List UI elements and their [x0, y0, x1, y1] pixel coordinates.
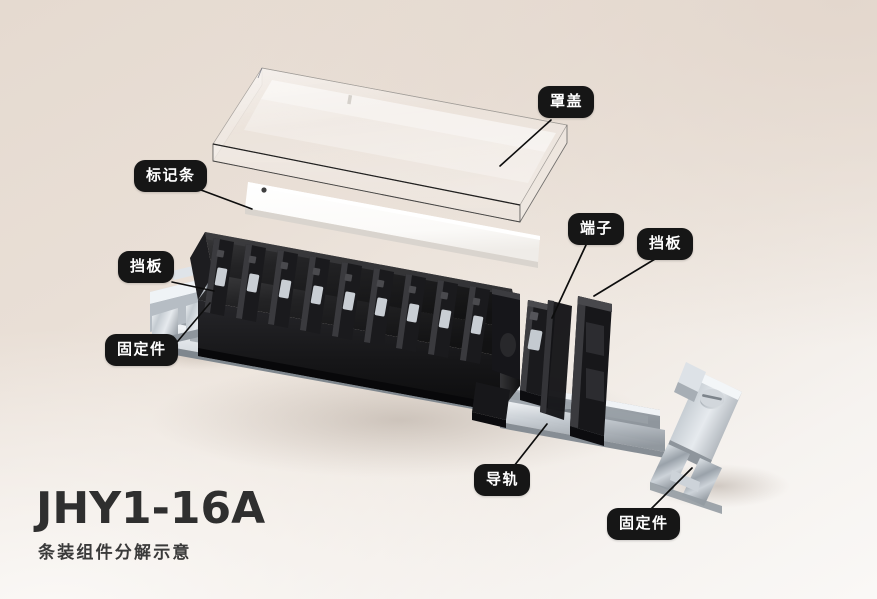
callout-baffle-left[interactable]: 挡板: [118, 251, 175, 283]
callout-baffle-right[interactable]: 挡板: [637, 228, 694, 260]
callout-terminal[interactable]: 端子: [568, 213, 625, 245]
callout-din-rail[interactable]: 导轨: [474, 464, 531, 496]
callout-bracket-left[interactable]: 固定件: [105, 334, 178, 366]
part-terminal-block-assembly: [190, 232, 520, 412]
part-foot-block: [472, 382, 510, 428]
product-model: JHY1-16A: [36, 483, 266, 534]
callout-bracket-right[interactable]: 固定件: [607, 508, 680, 540]
callout-marking-strip[interactable]: 标记条: [134, 160, 207, 192]
part-baffle-middle: [540, 300, 572, 420]
part-baffle-right: [570, 296, 612, 446]
product-subtitle: 条装组件分解示意: [38, 543, 192, 563]
part-marking-strip: [245, 182, 540, 268]
callout-cover[interactable]: 罩盖: [538, 86, 595, 118]
title-block: JHY1-16A 条装组件分解示意: [36, 487, 265, 562]
terminal-fins: [204, 238, 490, 364]
part-cover: [212, 66, 568, 224]
